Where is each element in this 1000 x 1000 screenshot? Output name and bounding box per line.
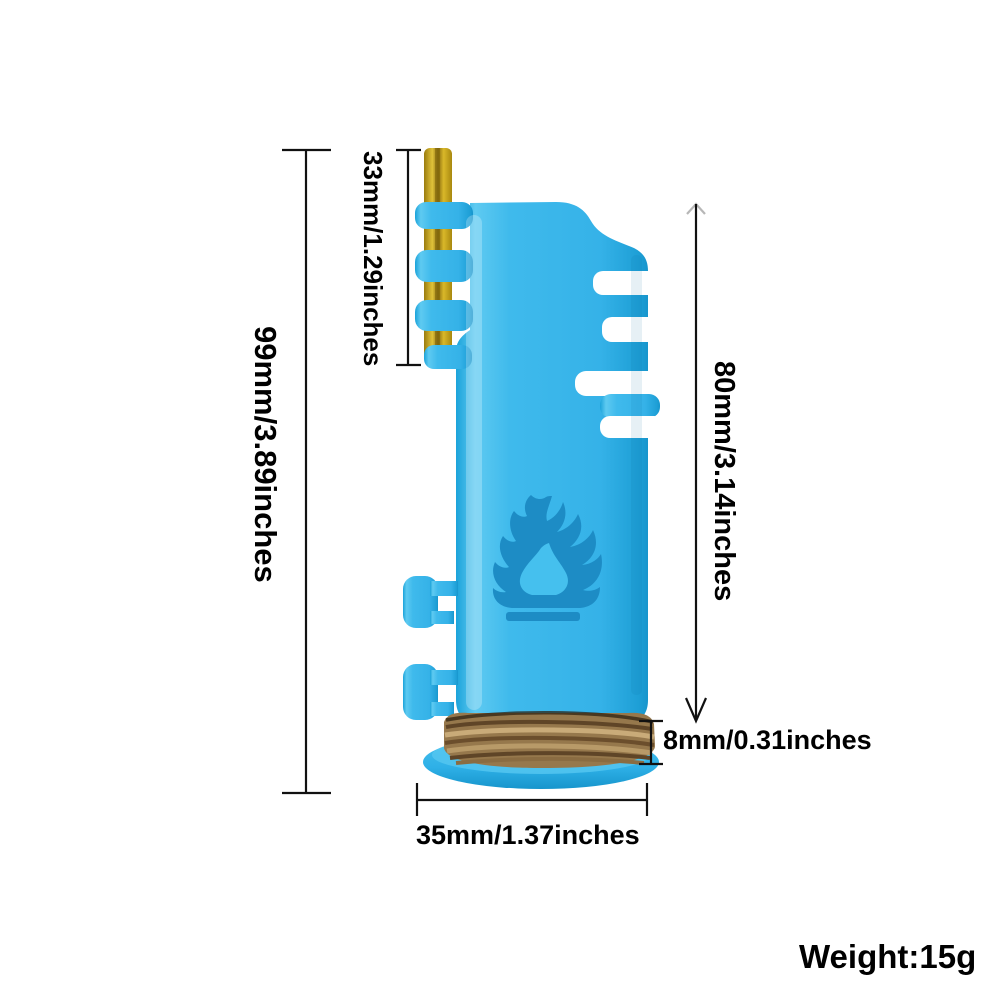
dim-line-rope-height <box>639 719 663 766</box>
overall-height-label: 99mm/3.89inches <box>248 326 283 583</box>
dim-line-base-width <box>415 783 649 816</box>
left-tabs <box>403 576 458 720</box>
dim-line-wick-length <box>396 148 421 367</box>
body-shadow <box>631 255 642 695</box>
body-height-label: 80mm/3.14inches <box>708 361 740 602</box>
base-width-label: 35mm/1.37inches <box>416 820 640 850</box>
lighter-sleeve <box>403 202 665 725</box>
dimension-lines <box>282 148 708 816</box>
weight-label: Weight:15g <box>799 938 977 975</box>
rope-height-label: 8mm/0.31inches <box>663 725 872 755</box>
wick-clips <box>415 202 473 369</box>
side-slots <box>575 271 665 438</box>
dim-line-overall-height <box>282 148 331 795</box>
flame-icon <box>492 495 602 621</box>
dim-line-body-height <box>684 202 708 724</box>
rope-band <box>444 710 655 768</box>
wick-length-label: 33mm/1.29inches <box>358 151 388 367</box>
body-highlight <box>466 215 482 710</box>
